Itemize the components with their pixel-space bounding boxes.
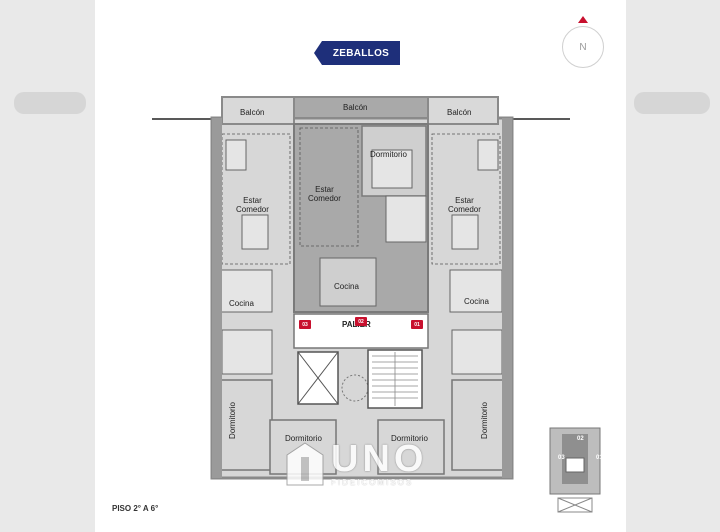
living-area-right (431, 133, 501, 265)
table-left (241, 214, 269, 250)
balcony-right-label: Balcón (447, 108, 472, 117)
cocina-left-label: Cocina (229, 299, 254, 308)
living-area-center (299, 127, 359, 247)
street-name-label: ZEBALLOS (314, 41, 400, 65)
cocina-right-label: Cocina (464, 297, 489, 306)
brand-subtitle: FIDEICOMISOS (331, 478, 414, 487)
keyplan-label-02: 02 (577, 436, 584, 442)
brand-watermark: UNO FIDEICOMISOS (285, 440, 427, 487)
wall-right (502, 118, 512, 478)
sofa-left (225, 139, 247, 171)
stair-steps (372, 352, 418, 406)
balcony-center-label: Balcón (343, 103, 368, 112)
floor-range-label: PISO 2° A 6° (112, 504, 159, 513)
unit-tag-03: 03 (299, 320, 311, 329)
compass-arrow-icon (578, 16, 588, 23)
compass-north-label: N (579, 41, 587, 53)
key-plan (549, 427, 601, 513)
bedroom-right (451, 379, 505, 471)
dormitorio-right-label: Dormitorio (479, 402, 489, 439)
cocina-center-label: Cocina (334, 282, 359, 291)
kitchen-center (319, 257, 377, 307)
dormitorio-top-label: Dormitorio (370, 150, 407, 159)
brand-name: UNO (331, 438, 428, 480)
balcony-left (221, 96, 295, 125)
bathroom-left (221, 329, 273, 375)
dormitorio-bottom-right-label: Dormitorio (391, 434, 428, 443)
estar-right-label: Estar Comedor (448, 196, 481, 214)
wall-left (212, 118, 222, 478)
kitchen-right (449, 269, 503, 313)
brand-logo-icon (286, 441, 324, 485)
sofa-right (477, 139, 499, 171)
balcony-right (427, 96, 499, 125)
bedroom-left (219, 379, 273, 471)
keyplan-label-01: 01 (596, 455, 603, 461)
left-background (0, 0, 95, 532)
estar-center-label: Estar Comedor (308, 185, 341, 203)
dormitorio-left-label: Dormitorio (227, 402, 237, 439)
elevator-cross-2 (297, 351, 339, 405)
kitchen-left (219, 269, 273, 313)
unit-tag-01: 01 (411, 320, 423, 329)
bathroom-right (451, 329, 503, 375)
bed-top (371, 149, 413, 189)
right-background (626, 0, 720, 532)
unit-tag-02: 02 (355, 317, 367, 326)
estar-left-label: Estar Comedor (236, 196, 269, 214)
dormitorio-bottom-left-label: Dormitorio (285, 434, 322, 443)
keyplan-label-03: 03 (558, 455, 565, 461)
compass: N (562, 26, 604, 68)
blur-band-right (634, 92, 710, 114)
bedroom-bottom-right (377, 419, 445, 475)
table-right (451, 214, 479, 250)
bathroom-center (385, 195, 427, 243)
balcony-left-label: Balcón (240, 108, 265, 117)
blur-band-left (14, 92, 86, 114)
